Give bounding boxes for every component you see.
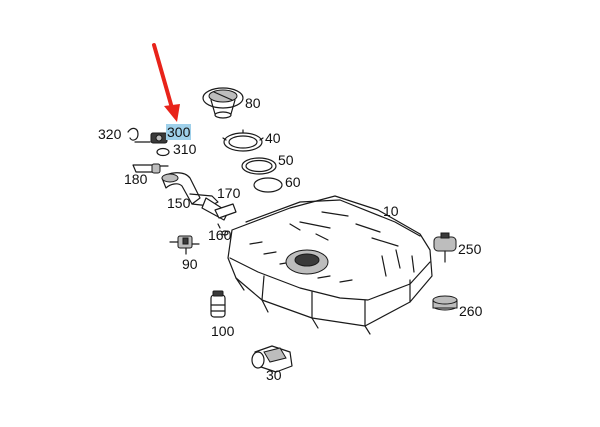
part-label-60[interactable]: 60 xyxy=(285,174,301,190)
part-310-seal xyxy=(156,147,170,157)
part-150-filler-pipe xyxy=(161,172,237,236)
part-50-seal-ring xyxy=(241,157,277,175)
part-label-250[interactable]: 250 xyxy=(458,241,482,257)
part-label-310[interactable]: 310 xyxy=(173,141,197,157)
part-100-fuel-pump xyxy=(210,290,226,318)
part-80-sender-cap xyxy=(202,87,244,119)
part-label-100[interactable]: 100 xyxy=(211,323,235,339)
part-60-o-ring xyxy=(253,177,283,193)
part-label-30[interactable]: 30 xyxy=(266,367,282,383)
part-label-160[interactable]: 160 xyxy=(208,227,232,243)
part-label-170[interactable]: 170 xyxy=(217,185,241,201)
part-label-40[interactable]: 40 xyxy=(265,130,281,146)
part-10-fuel-tank xyxy=(227,195,433,335)
part-label-300[interactable]: 300 xyxy=(166,124,192,140)
part-label-180[interactable]: 180 xyxy=(124,171,148,187)
part-250-mount xyxy=(433,232,457,263)
part-label-90[interactable]: 90 xyxy=(182,256,198,272)
part-label-80[interactable]: 80 xyxy=(245,95,261,111)
part-300-sensor xyxy=(150,132,168,144)
part-260-pad xyxy=(432,295,458,311)
part-320-sensor xyxy=(127,127,151,143)
part-label-10[interactable]: 10 xyxy=(383,203,399,219)
part-30-module xyxy=(251,345,293,373)
part-label-320[interactable]: 320 xyxy=(98,126,122,142)
pointer-arrow xyxy=(152,43,180,122)
part-label-260[interactable]: 260 xyxy=(459,303,483,319)
part-label-150[interactable]: 150 xyxy=(167,195,191,211)
part-90-valve xyxy=(169,235,200,255)
part-180-clamp xyxy=(132,163,169,174)
part-label-50[interactable]: 50 xyxy=(278,152,294,168)
part-40-lock-ring xyxy=(222,129,264,152)
